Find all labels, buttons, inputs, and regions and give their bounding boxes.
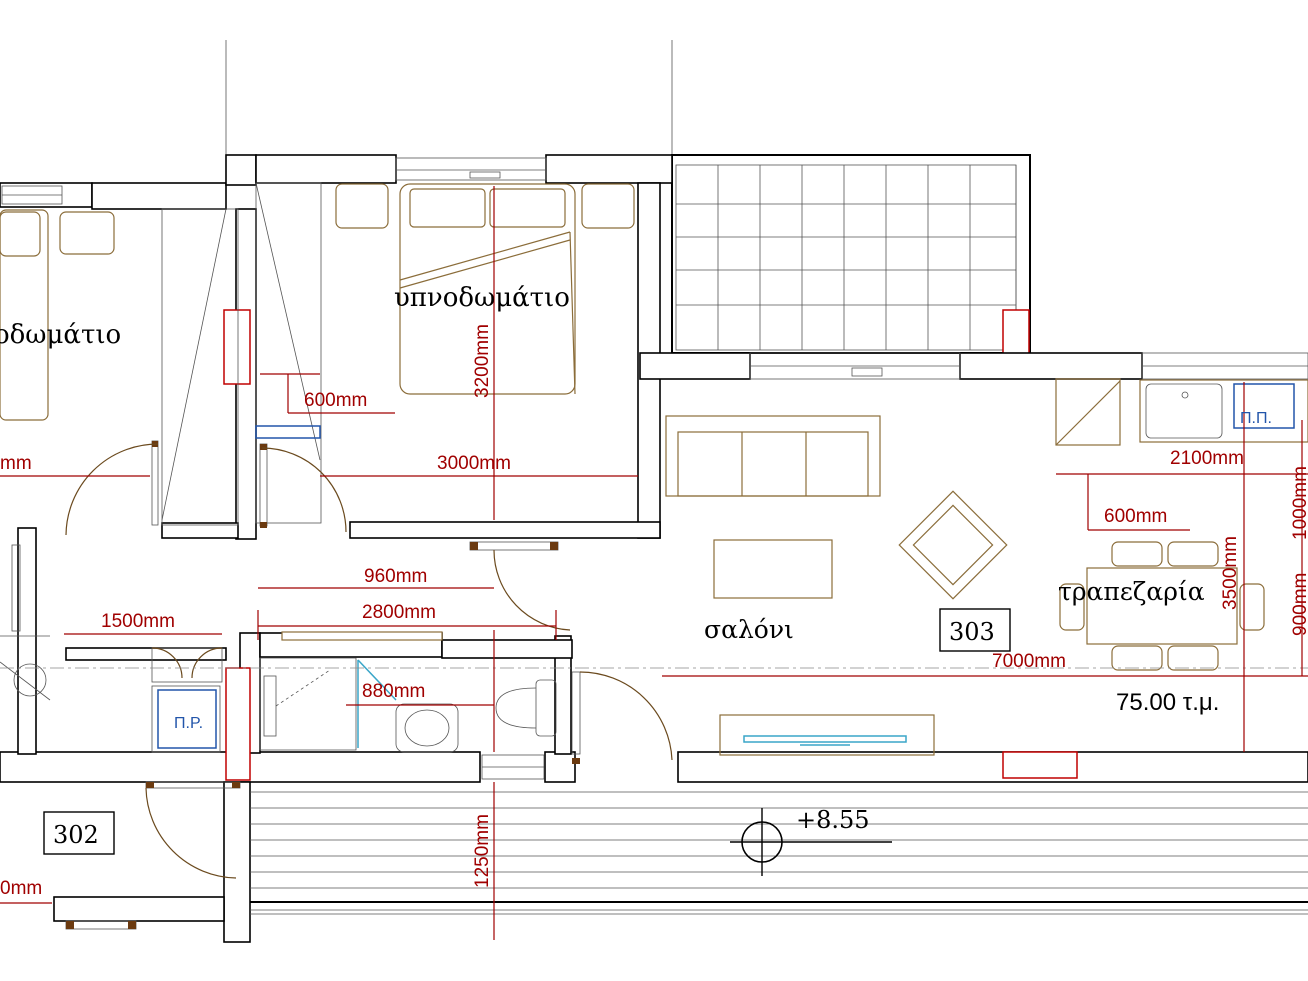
dim-bottom-left-cut: 0mm: [0, 878, 42, 899]
room-label-bedroom-main: υπνοδωμάτιο: [394, 283, 570, 313]
utility-left: [0, 635, 223, 753]
dim-3200: 3200mm: [472, 324, 493, 398]
room-label-dining: τραπεζαρία: [1058, 577, 1205, 606]
wardrobe-hall: [161, 182, 322, 526]
dimension-lines: [0, 186, 1308, 940]
dim-2800: 2800mm: [362, 602, 436, 623]
kitchen-counter: [1055, 378, 1308, 446]
dim-3500: 3500mm: [1220, 536, 1241, 610]
room-label-bedroom-left: οδωμάτιο: [0, 320, 121, 350]
bathroom: [259, 631, 557, 753]
dim-600-bedroom: 600mm: [304, 390, 367, 411]
sofa: [665, 415, 881, 497]
dim-2100: 2100mm: [1170, 448, 1244, 469]
dim-1250: 1250mm: [472, 814, 493, 888]
dim-900: 900mm: [1290, 573, 1308, 636]
dim-1500: 1500mm: [101, 611, 175, 632]
doors: [11, 440, 673, 930]
unit-302-box: [43, 811, 115, 855]
dim-880: 880mm: [362, 681, 425, 702]
area-label: 75.00 τ.μ.: [1116, 689, 1219, 716]
dim-7000: 7000mm: [992, 651, 1066, 672]
radiator-bedroom: [255, 425, 321, 439]
column-marker-left: [223, 309, 251, 385]
unit-302-label: 302: [53, 821, 99, 849]
unit-303-box: [939, 608, 1011, 652]
dining-table: [1059, 541, 1265, 671]
dim-960: 960mm: [364, 566, 427, 587]
pp-label: Π.Π.: [1240, 410, 1272, 427]
column-marker-south: [1002, 751, 1078, 779]
coffee-table: [713, 539, 833, 599]
pp-fixture: [1233, 383, 1295, 429]
exterior-walls: [0, 154, 1308, 943]
level-marker: [730, 808, 892, 876]
dim-600-kitchen: 600mm: [1104, 506, 1167, 527]
balcony-north: [671, 154, 1031, 379]
bed-main: [335, 183, 635, 395]
armchair: [898, 490, 1008, 600]
column-marker-bath: [225, 667, 251, 781]
balcony-south: [250, 791, 1308, 915]
dim-1000: 1000mm: [1290, 466, 1308, 540]
bed-left: [0, 209, 115, 421]
dim-left-cut: mm: [0, 453, 32, 474]
room-label-living: σαλόνι: [704, 615, 794, 644]
dim-3000: 3000mm: [437, 453, 511, 474]
pr-label: Π.Ρ.: [174, 715, 203, 732]
level-label: +8.55: [796, 806, 870, 834]
tv-unit: [719, 714, 935, 756]
reference-lines: [225, 40, 673, 155]
pr-fixture: [157, 689, 217, 749]
unit-303-label: 303: [949, 618, 995, 646]
